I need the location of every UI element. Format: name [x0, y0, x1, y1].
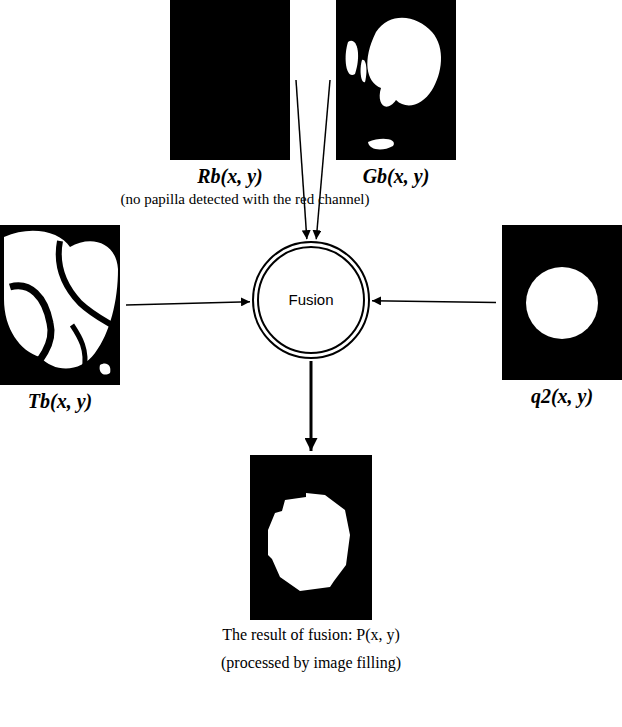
arrow-connector	[126, 302, 250, 305]
arrow-connector	[316, 80, 330, 239]
image-caption: Rb(x, y)	[170, 164, 290, 188]
image-caption: q2(x, y)	[502, 384, 622, 408]
image-caption: Tb(x, y)	[0, 389, 120, 413]
red-channel-image	[170, 0, 290, 160]
note-text: (no papilla detected with the red channe…	[120, 190, 369, 208]
circle-label: Fusion	[288, 291, 333, 309]
image-caption: (processed by image filling)	[161, 652, 461, 674]
image-node: q2(x, y)	[502, 225, 622, 408]
image-caption: Gb(x, y)	[336, 164, 456, 188]
circle-text-holder: Fusion	[288, 291, 333, 309]
image-caption: The result of fusion: P(x, y)	[161, 624, 461, 646]
green-channel-image	[336, 0, 456, 160]
arrow-connector	[372, 301, 496, 303]
circle-template-image	[502, 225, 622, 380]
arrow-connector	[310, 361, 313, 451]
arrow-connector	[296, 80, 307, 239]
fusion-result-image	[250, 455, 372, 620]
fusion-circle: Fusion	[251, 240, 371, 360]
image-node: Rb(x, y)	[170, 0, 290, 188]
image-node: Tb(x, y)	[0, 225, 120, 413]
image-node: Gb(x, y)	[336, 0, 456, 188]
combined-channel-image	[0, 225, 120, 385]
result-node: The result of fusion: P(x, y) (processed …	[161, 455, 461, 674]
